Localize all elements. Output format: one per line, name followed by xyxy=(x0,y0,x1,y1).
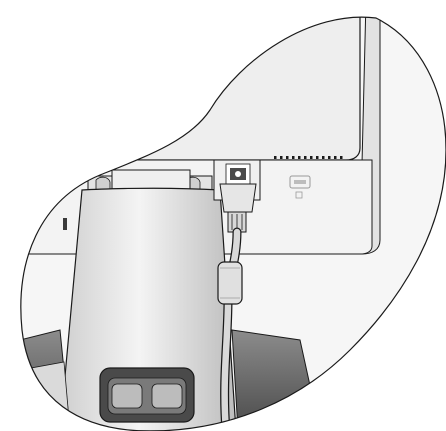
hinge-cover xyxy=(111,169,191,191)
kensington-slot xyxy=(63,218,67,230)
ferrite-core-icon xyxy=(217,261,243,305)
cable-fill xyxy=(221,228,241,431)
cable-management-clip-icon xyxy=(99,367,195,423)
dvi-connector-icon xyxy=(219,183,257,233)
monitor-upper-housing xyxy=(20,17,361,161)
base-left-highlight xyxy=(20,361,71,431)
vent-dots xyxy=(274,156,343,159)
dsub-port-icon xyxy=(289,175,311,199)
callout-outline xyxy=(20,16,446,431)
